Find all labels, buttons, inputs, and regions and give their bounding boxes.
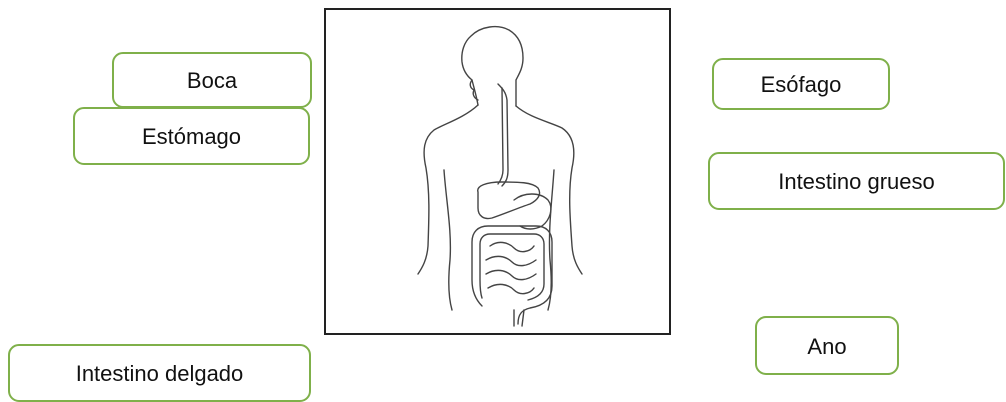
- digestive-system-illustration-frame: [324, 8, 671, 335]
- large-intestine: [472, 226, 552, 324]
- label-boca-text: Boca: [187, 68, 237, 92]
- label-ano[interactable]: Ano: [755, 316, 899, 375]
- small-intestine: [486, 242, 536, 293]
- label-ano-text: Ano: [807, 334, 846, 358]
- label-intestino-delgado[interactable]: Intestino delgado: [8, 344, 311, 402]
- label-esofago[interactable]: Esófago: [712, 58, 890, 110]
- large-intestine-inner: [480, 234, 544, 300]
- head-outline: [462, 27, 523, 106]
- label-intestino-delgado-text: Intestino delgado: [76, 361, 244, 385]
- esophagus-inner: [498, 88, 503, 184]
- stomach: [514, 194, 551, 229]
- digestive-system-illustration: [326, 10, 669, 333]
- liver: [478, 182, 540, 219]
- label-intestino-grueso-text: Intestino grueso: [778, 169, 935, 193]
- left-shoulder-arm: [418, 105, 478, 274]
- label-intestino-grueso[interactable]: Intestino grueso: [708, 152, 1005, 210]
- label-esofago-text: Esófago: [761, 72, 842, 96]
- label-boca[interactable]: Boca: [112, 52, 312, 108]
- left-torso: [444, 170, 452, 310]
- label-estomago-text: Estómago: [142, 124, 241, 148]
- label-estomago[interactable]: Estómago: [73, 107, 310, 165]
- right-torso: [548, 170, 554, 310]
